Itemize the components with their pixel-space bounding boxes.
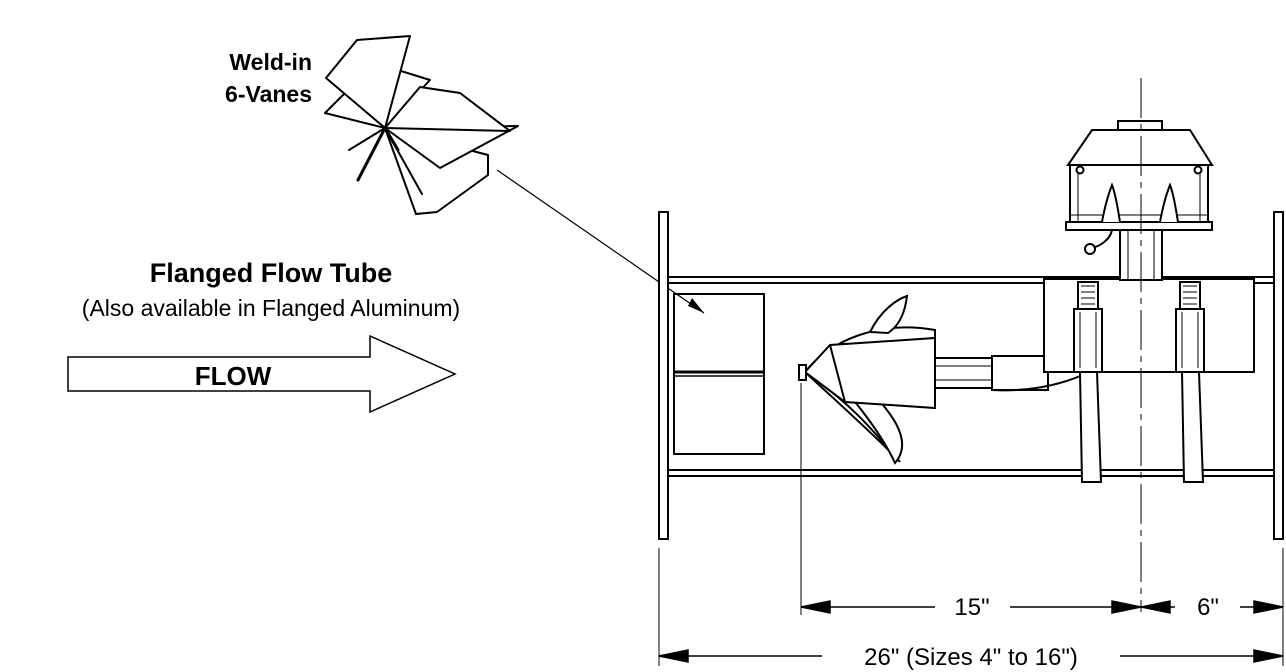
dimension-15-label: 15": [954, 594, 989, 621]
vane-bundle: [673, 293, 765, 455]
dimension-overall: [658, 649, 1284, 663]
vanes-label-line1: Weld-in: [229, 49, 312, 75]
pipe-body: [668, 276, 1274, 477]
dimension-6: [1140, 600, 1284, 614]
pickup-right: [1175, 281, 1205, 483]
diagram-subtitle: (Also available in Flanged Aluminum): [82, 295, 460, 321]
rotor: [798, 294, 936, 465]
dimension-6-label: 6": [1197, 594, 1219, 621]
flow-arrow: [67, 334, 457, 414]
diagram-title: Flanged Flow Tube: [150, 258, 393, 288]
right-flange: [1273, 211, 1284, 540]
electronics-enclosure: [1065, 120, 1214, 255]
dimension-15: [800, 600, 1142, 614]
left-flange: [658, 211, 669, 540]
vanes-sketch: [324, 35, 519, 215]
vanes-edges: [348, 126, 423, 195]
vanes-leader-arrow: [688, 298, 704, 313]
dimension-overall-label: 26" (Sizes 4" to 16"): [864, 644, 1078, 671]
flow-label: FLOW: [195, 361, 272, 391]
pickup-left: [1073, 281, 1103, 483]
vanes-leader-line: [496, 169, 705, 314]
vanes-label-line2: 6-Vanes: [225, 81, 312, 107]
